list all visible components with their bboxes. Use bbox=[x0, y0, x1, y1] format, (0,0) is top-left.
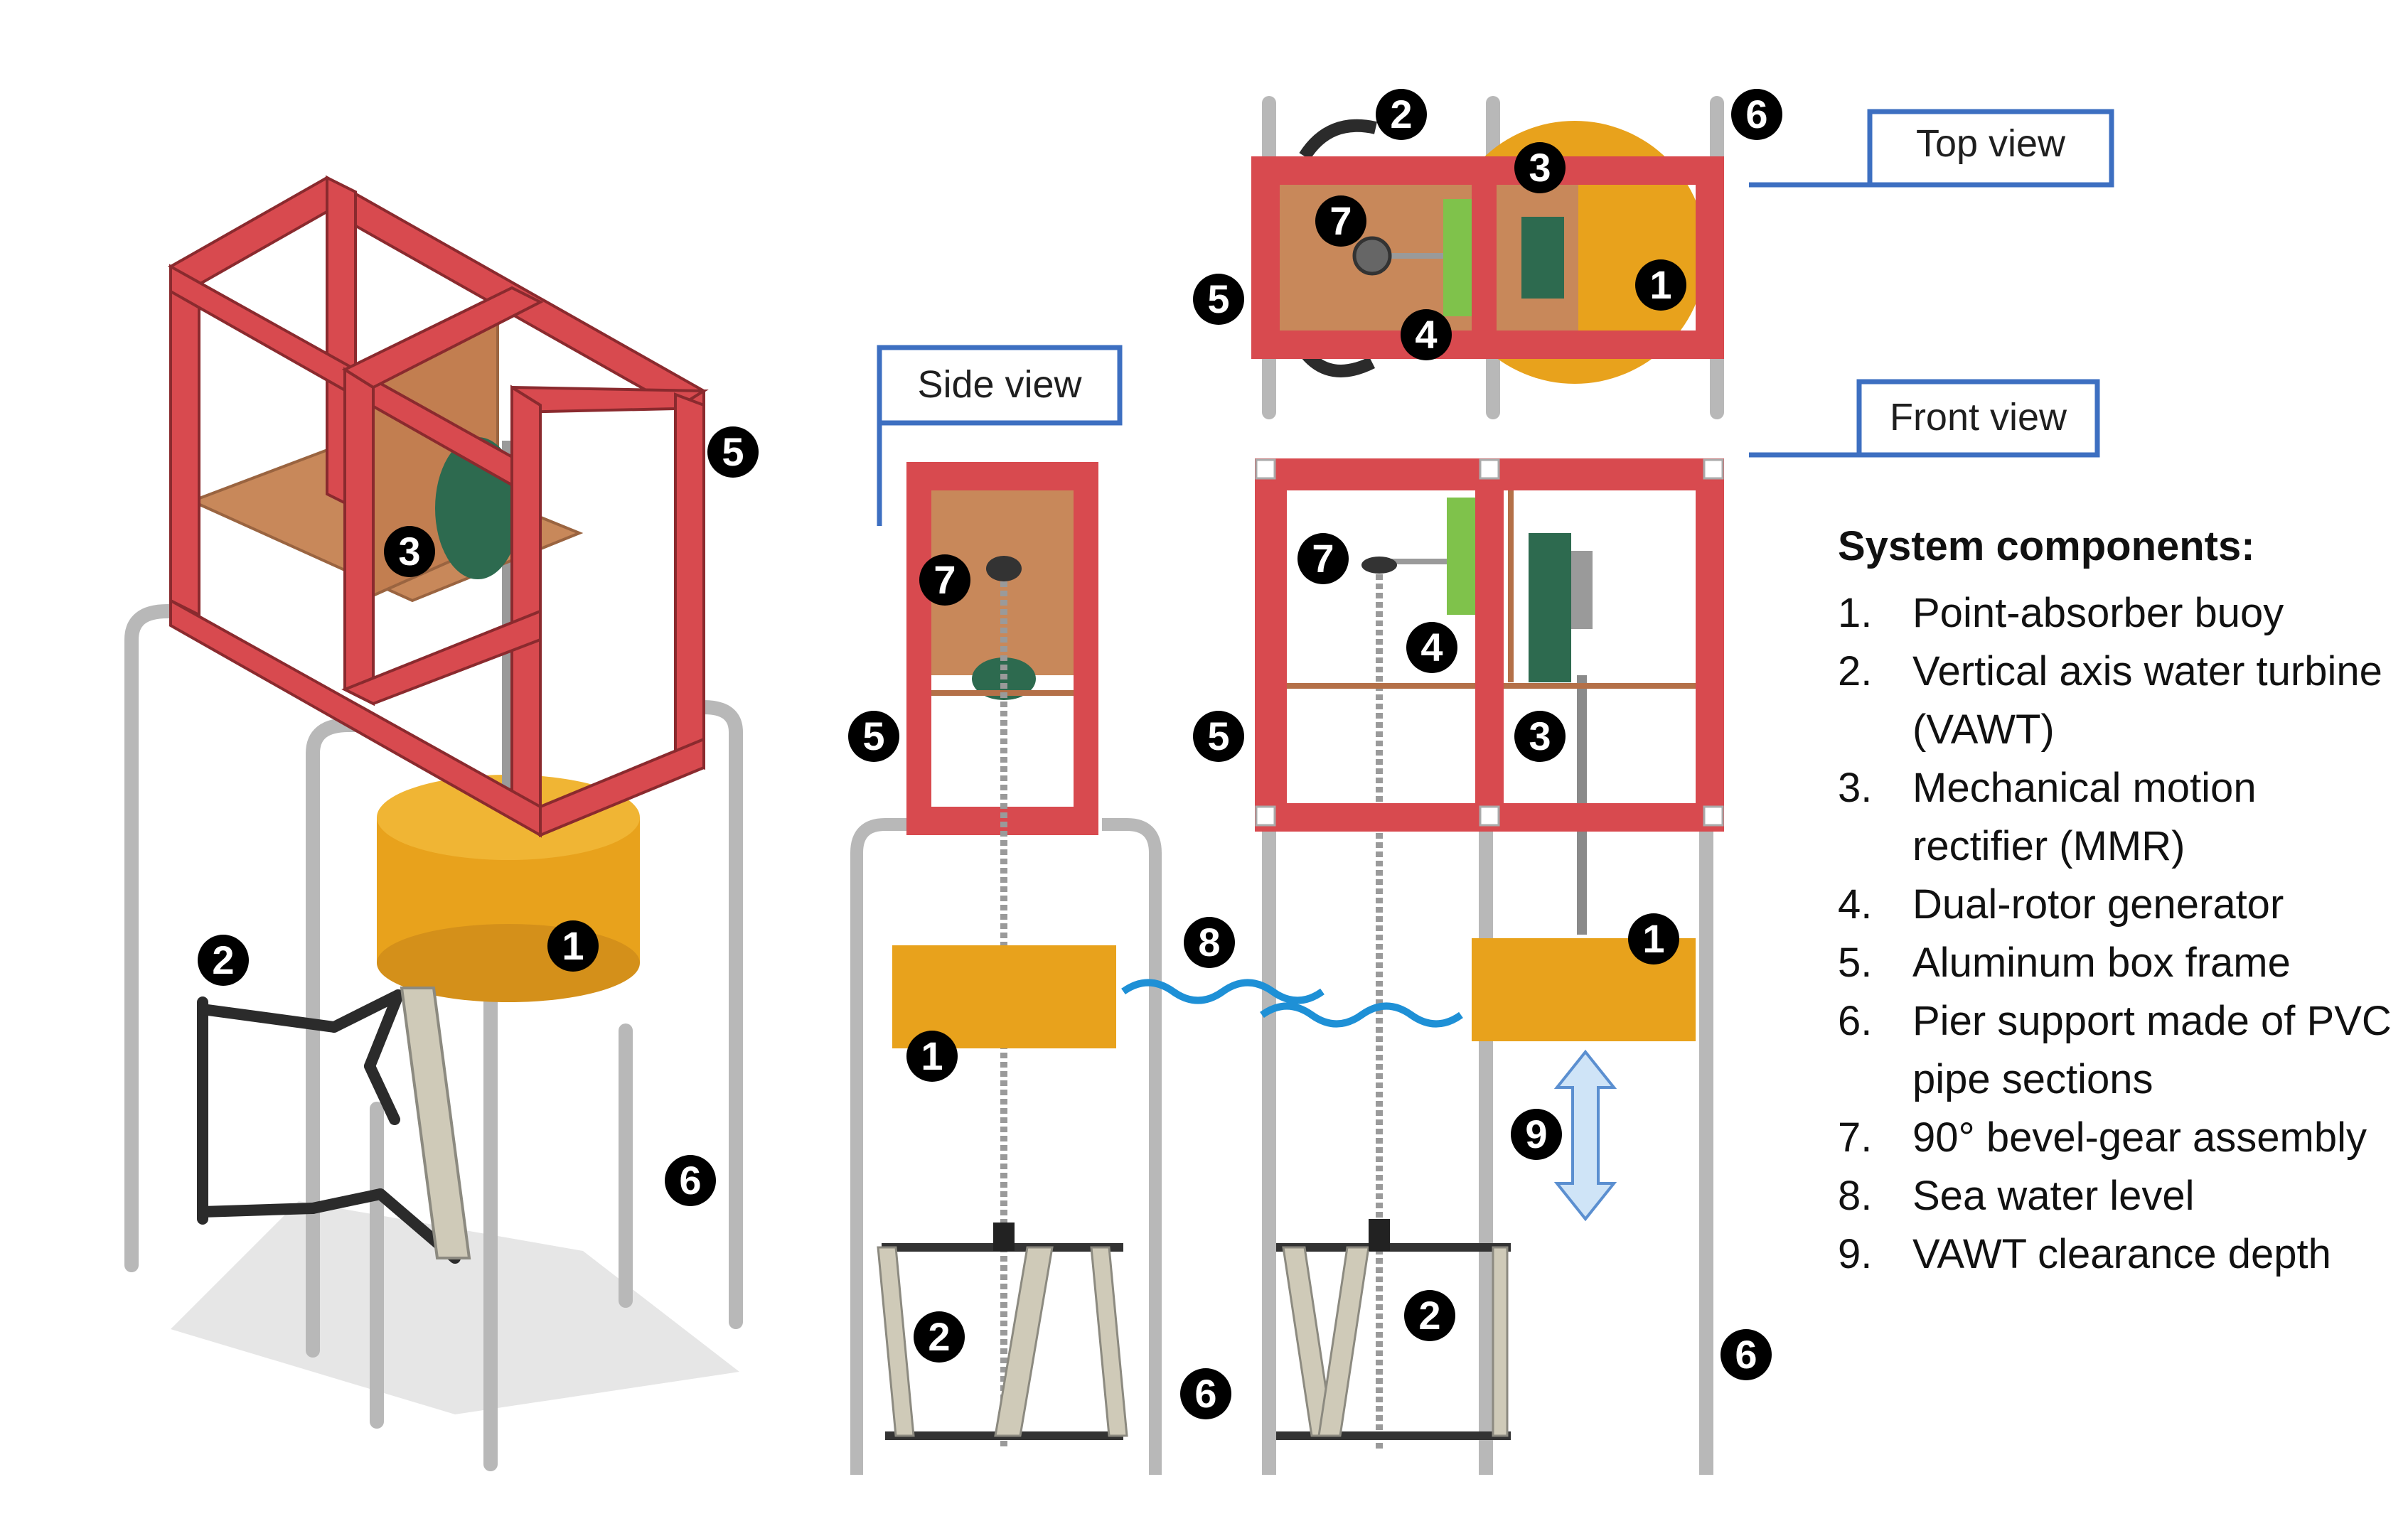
top-bevel-gear bbox=[1352, 236, 1392, 276]
callout-front-buoy: 1 bbox=[1628, 913, 1679, 965]
callout-top-pier: 6 bbox=[1731, 89, 1782, 140]
legend-item: 5. Aluminum box frame bbox=[1838, 934, 2392, 992]
sea-water-level bbox=[1121, 979, 1463, 1028]
legend-item-text: Pier support made of PVC pipe sections bbox=[1912, 998, 2392, 1102]
callout-front-frame: 5 bbox=[1193, 711, 1244, 762]
callout-top-turbine: 2 bbox=[1376, 89, 1427, 140]
callout-side-buoy: 1 bbox=[906, 1031, 958, 1082]
legend-item-text: VAWT clearance depth bbox=[1912, 1231, 2331, 1277]
front-pier-pipes bbox=[1262, 814, 1713, 1475]
legend-item: 3. Mechanical motion rectifier (MMR) bbox=[1838, 759, 2392, 876]
side-view-label-border bbox=[877, 345, 1123, 526]
callout-front-turbine: 2 bbox=[1404, 1290, 1455, 1341]
callout-top-bevel-gear: 7 bbox=[1315, 195, 1366, 247]
top-view bbox=[1251, 96, 2114, 419]
legend-item: 9. VAWT clearance depth bbox=[1838, 1225, 2392, 1284]
front-generator bbox=[1447, 498, 1479, 615]
callout-top-generator: 4 bbox=[1401, 309, 1452, 360]
callout-front-bevel-gear: 7 bbox=[1297, 533, 1349, 584]
callout-front-mmr: 3 bbox=[1514, 711, 1566, 762]
legend-item-text: Vertical axis water turbine (VAWT) bbox=[1912, 648, 2382, 753]
legend-item-number: 7. bbox=[1838, 1114, 1873, 1161]
callout-front-pier: 6 bbox=[1721, 1329, 1772, 1380]
front-view bbox=[1255, 379, 2100, 1475]
top-view-label-border bbox=[1749, 109, 2114, 188]
legend-item-number: 6. bbox=[1838, 998, 1873, 1044]
legend-item-text: Mechanical motion rectifier (MMR) bbox=[1912, 765, 2257, 869]
front-view-label-border bbox=[1749, 379, 2100, 458]
legend-item-number: 1. bbox=[1838, 590, 1873, 636]
side-bevel-gear bbox=[986, 556, 1022, 581]
top-frame bbox=[1251, 156, 1724, 359]
callout-front-generator: 4 bbox=[1406, 622, 1457, 673]
callout-iso-turbine: 2 bbox=[198, 935, 249, 986]
callout-iso-buoy: 1 bbox=[547, 920, 599, 972]
legend-item-number: 2. bbox=[1838, 648, 1873, 694]
legend: System components: 1. Point-absorber buoy… bbox=[1838, 522, 2392, 1284]
legend-item: 4. Dual-rotor generator bbox=[1838, 876, 2392, 934]
callout-iso-frame: 5 bbox=[707, 426, 759, 478]
side-frame-top bbox=[906, 462, 1098, 490]
legend-title: System components: bbox=[1838, 523, 2255, 569]
callout-top-buoy: 1 bbox=[1635, 259, 1686, 311]
callout-side-frame: 5 bbox=[848, 711, 899, 762]
iso-turbine-blade bbox=[400, 987, 471, 1259]
callout-water-level: 8 bbox=[1184, 917, 1235, 968]
legend-item-number: 5. bbox=[1838, 940, 1873, 986]
front-view-label: Front view bbox=[1889, 396, 2067, 439]
legend-item-text: Sea water level bbox=[1912, 1173, 2195, 1219]
legend-item-number: 4. bbox=[1838, 881, 1873, 928]
front-mmr bbox=[1529, 533, 1571, 682]
top-view-label: Top view bbox=[1915, 122, 2066, 165]
legend-list: 1. Point-absorber buoy 2. Vertical axis wa… bbox=[1838, 584, 2392, 1284]
legend-item: 1. Point-absorber buoy bbox=[1838, 584, 2392, 643]
legend-item-number: 3. bbox=[1838, 765, 1873, 811]
isometric-view bbox=[124, 175, 743, 1471]
front-mmr-housing bbox=[1571, 551, 1593, 629]
legend-item: 7. 90° bevel-gear assembly bbox=[1838, 1109, 2392, 1167]
front-bevel-gear bbox=[1361, 557, 1397, 574]
callout-side-turbine: 2 bbox=[914, 1311, 965, 1363]
front-frame bbox=[1255, 458, 1724, 832]
top-turbine-blade-upper bbox=[1299, 119, 1378, 161]
legend-item-text: 90° bevel-gear assembly bbox=[1912, 1114, 2367, 1161]
callout-iso-pier: 6 bbox=[665, 1155, 716, 1206]
legend-item-number: 9. bbox=[1838, 1231, 1873, 1277]
side-frame-bottom bbox=[906, 807, 1098, 835]
legend-item-text: Dual-rotor generator bbox=[1912, 881, 2284, 928]
callout-iso-mmr: 3 bbox=[384, 526, 435, 577]
legend-item-number: 8. bbox=[1838, 1173, 1873, 1219]
side-turbine bbox=[877, 1223, 1128, 1440]
iso-frame bbox=[168, 175, 709, 838]
clearance-arrow bbox=[1553, 1049, 1617, 1222]
legend-item: 2. Vertical axis water turbine (VAWT) bbox=[1838, 643, 2392, 759]
callout-top-frame: 5 bbox=[1193, 274, 1244, 325]
legend-item-text: Aluminum box frame bbox=[1912, 940, 2291, 986]
side-view bbox=[850, 345, 1162, 1475]
callout-side-pier: 6 bbox=[1180, 1368, 1231, 1419]
callout-top-mmr: 3 bbox=[1514, 142, 1566, 193]
legend-item: 6. Pier support made of PVC pipe sections bbox=[1838, 992, 2392, 1109]
side-view-label: Side view bbox=[917, 363, 1082, 406]
front-frame-corners bbox=[1255, 458, 1724, 827]
front-turbine bbox=[1276, 1219, 1511, 1440]
legend-item-text: Point-absorber buoy bbox=[1912, 590, 2284, 636]
top-mmr bbox=[1521, 217, 1564, 299]
side-frame-right bbox=[1074, 462, 1098, 835]
side-pier-pipes bbox=[850, 818, 1162, 1475]
callout-front-clearance: 9 bbox=[1511, 1109, 1562, 1160]
legend-item: 8. Sea water level bbox=[1838, 1167, 2392, 1225]
side-frame-left bbox=[906, 462, 931, 835]
callout-side-bevel-gear: 7 bbox=[919, 554, 970, 606]
